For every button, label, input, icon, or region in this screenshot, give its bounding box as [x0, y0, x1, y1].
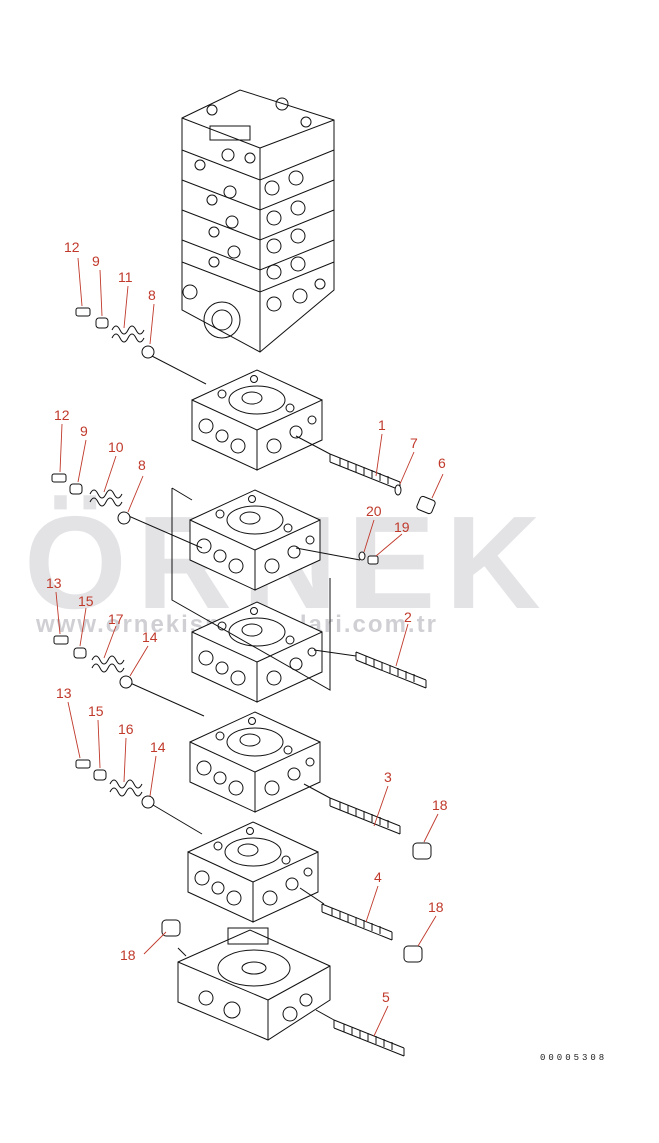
callout-15: 15	[78, 593, 94, 609]
callout-18: 18	[120, 947, 136, 963]
valve-section-5	[187, 821, 319, 923]
spool-5	[333, 1019, 405, 1057]
valve-end-cover	[177, 927, 331, 1041]
small-parts	[51, 307, 436, 963]
callout-leaders	[55, 257, 444, 1037]
callout-4: 4	[374, 869, 382, 885]
callout-14: 14	[142, 629, 158, 645]
assembly-bracket-line	[171, 487, 331, 691]
callout-9: 9	[80, 423, 88, 439]
callout-13: 13	[56, 685, 72, 701]
document-number: 00005308	[540, 1053, 607, 1063]
callout-1: 1	[378, 417, 386, 433]
spool-4	[321, 903, 393, 941]
callout-10: 10	[108, 439, 124, 455]
callout-7: 7	[410, 435, 418, 451]
spool-1	[329, 453, 401, 491]
callout-9: 9	[92, 253, 100, 269]
callout-12: 12	[64, 239, 80, 255]
callout-3: 3	[384, 769, 392, 785]
callout-18: 18	[428, 899, 444, 915]
valve-stack-assembly	[181, 89, 335, 353]
callout-13: 13	[46, 575, 62, 591]
callout-18: 18	[432, 797, 448, 813]
callout-20: 20	[366, 503, 382, 519]
callout-16: 16	[118, 721, 134, 737]
valve-section-1	[191, 369, 323, 471]
callout-8: 8	[138, 457, 146, 473]
callout-11: 11	[118, 269, 133, 285]
callout-8: 8	[148, 287, 156, 303]
valve-section-4	[189, 711, 321, 813]
callout-14: 14	[150, 739, 166, 755]
callout-15: 15	[88, 703, 104, 719]
spool-3	[329, 797, 401, 835]
callout-5: 5	[382, 989, 390, 1005]
assembly-centre-lines	[123, 353, 361, 1021]
callout-17: 17	[108, 611, 124, 627]
spool-2	[355, 651, 427, 689]
callout-12: 12	[54, 407, 70, 423]
callout-2: 2	[404, 609, 412, 625]
callout-labels: 12 9 11 8 12 9 10 8 1 7 6 20 19 13 15 17…	[46, 239, 448, 1005]
callout-19: 19	[394, 519, 410, 535]
callout-6: 6	[438, 455, 446, 471]
